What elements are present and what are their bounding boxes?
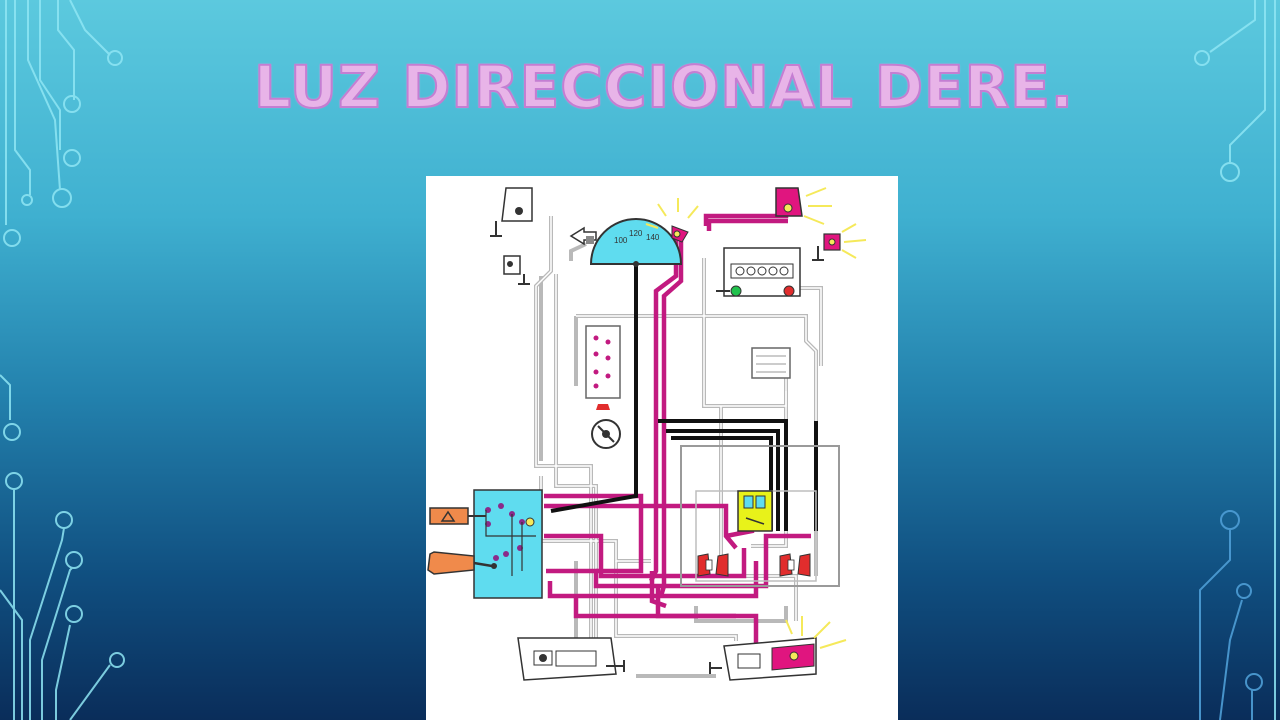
- rear-lamp-top-left: [490, 187, 533, 285]
- fuse-panel: [585, 325, 621, 410]
- circuit-decoration-right: [1194, 0, 1276, 720]
- connector-block: [751, 347, 791, 379]
- speedometer-label-100: 100: [614, 236, 628, 245]
- speedometer-label-140: 140: [646, 233, 660, 242]
- fuse-box-outline: [680, 445, 840, 587]
- wiring-diagram-svg: 100 120 140: [427, 187, 867, 681]
- speedometer: 100 120 140: [589, 218, 683, 267]
- turn-signal-switch: [473, 489, 543, 599]
- arrow-indicator: [569, 226, 597, 246]
- hazard-switch: [429, 507, 486, 525]
- rear-lamp-bottom-left: [517, 637, 625, 681]
- circuit-decoration-left: [0, 0, 125, 720]
- front-lamp-top-right: [775, 187, 867, 261]
- dash-turn-indicator: [645, 198, 699, 243]
- control-panel-unit: [716, 247, 801, 297]
- rear-lamp-bottom-right: [709, 616, 847, 681]
- relay-group-left: [697, 553, 729, 577]
- wiring-diagram: 100 120 140: [426, 176, 898, 720]
- turn-signal-lever: [427, 551, 497, 575]
- slide-title: LUZ DIRECCIONAL DERE.: [253, 52, 1074, 122]
- flasher-relay: [737, 490, 773, 532]
- ignition-switch: [591, 419, 621, 449]
- relay-group-right: [779, 553, 811, 577]
- speedometer-label-120: 120: [629, 229, 643, 238]
